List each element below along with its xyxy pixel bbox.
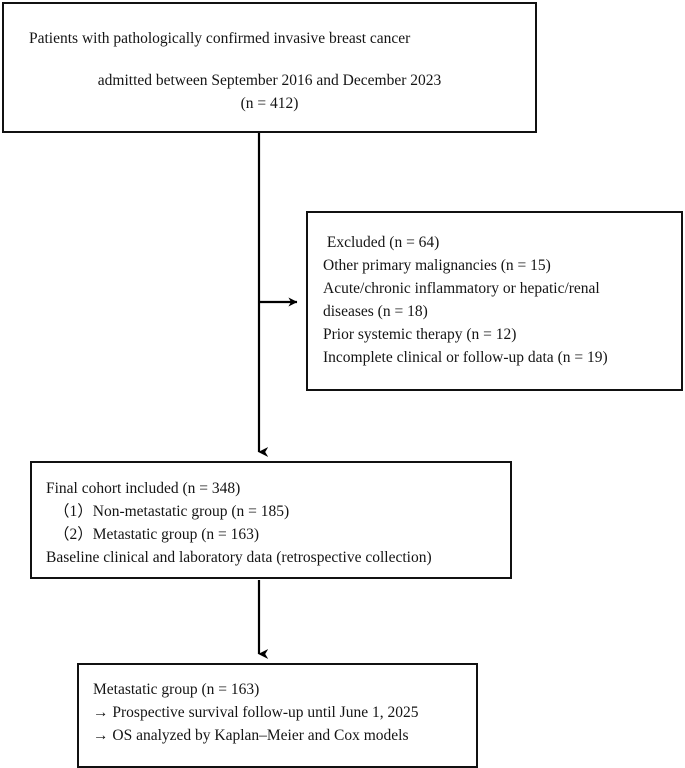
followup-box: Metastatic group (n = 163) → Prospective… bbox=[77, 663, 478, 768]
excluded-line-5: Prior systemic therapy (n = 12) bbox=[323, 326, 517, 343]
final-cohort-line-2: （1）Non-metastatic group (n = 185) bbox=[54, 503, 290, 520]
excluded-line-6: Incomplete clinical or follow-up data (n… bbox=[323, 349, 608, 366]
followup-line-1: Metastatic group (n = 163) bbox=[93, 681, 260, 698]
excluded-line-1: Excluded (n = 64) bbox=[323, 234, 440, 251]
followup-line-2: → Prospective survival follow-up until J… bbox=[93, 704, 419, 721]
enrollment-line-3: (n = 412) bbox=[240, 95, 299, 112]
enrollment-box: Patients with pathologically confirmed i… bbox=[2, 2, 537, 133]
enrollment-line-2: admitted between September 2016 and Dece… bbox=[97, 72, 442, 89]
final-cohort-line-4: Baseline clinical and laboratory data (r… bbox=[46, 549, 432, 566]
final-cohort-line-3: （2）Metastatic group (n = 163) bbox=[54, 526, 260, 543]
final-cohort-line-1: Final cohort included (n = 348) bbox=[46, 480, 241, 497]
excluded-box: Excluded (n = 64) Other primary malignan… bbox=[306, 211, 683, 391]
enrollment-line-1: Patients with pathologically confirmed i… bbox=[29, 30, 411, 47]
followup-line-3: → OS analyzed by Kaplan–Meier and Cox mo… bbox=[93, 727, 409, 744]
final-cohort-box: Final cohort included (n = 348) （1）Non-m… bbox=[30, 461, 512, 579]
excluded-line-4: diseases (n = 18) bbox=[323, 303, 428, 320]
excluded-line-3: Acute/chronic inflammatory or hepatic/re… bbox=[323, 280, 600, 297]
excluded-line-2: Other primary malignancies (n = 15) bbox=[323, 257, 551, 274]
